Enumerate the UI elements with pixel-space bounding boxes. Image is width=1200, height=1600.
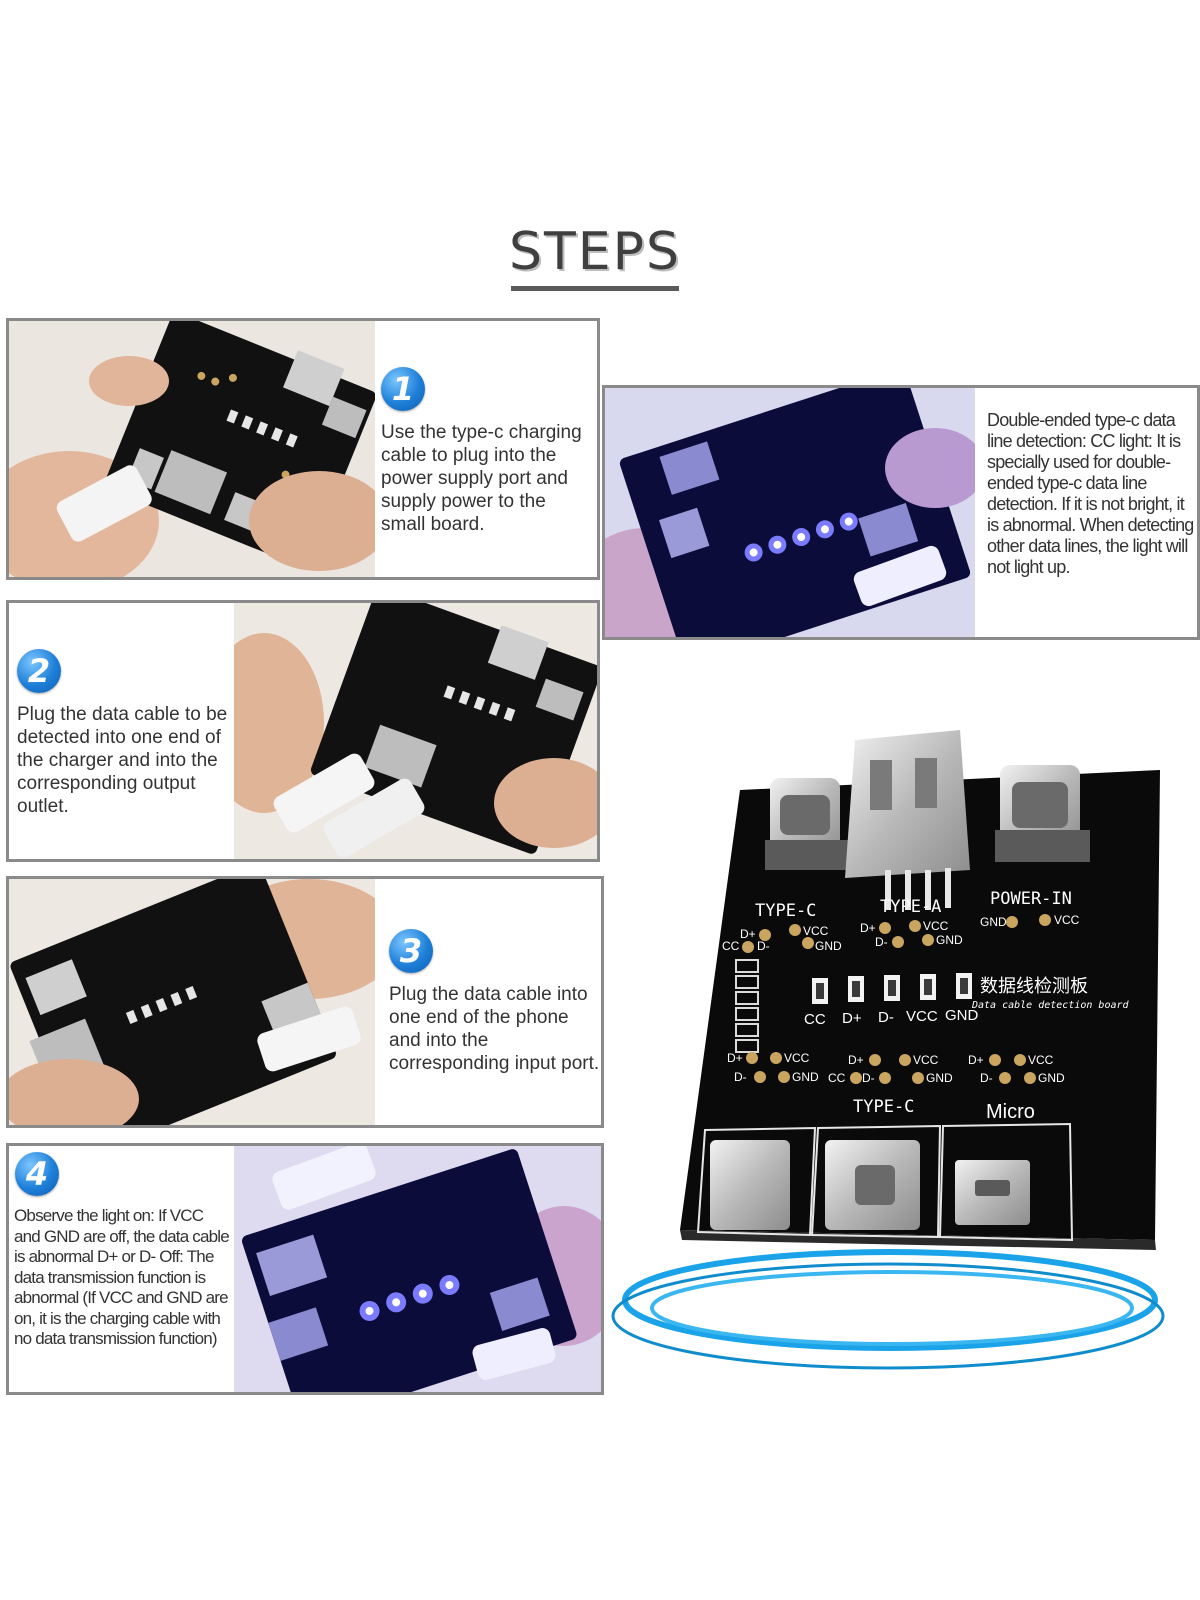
svg-text:GND: GND xyxy=(792,1070,819,1084)
step-3-photo xyxy=(9,879,375,1125)
led-labels: CC D+ D- VCC GND xyxy=(804,1007,979,1028)
step-2-panel: 2 Plug the data cable to be detected int… xyxy=(6,600,600,862)
svg-text:GND: GND xyxy=(926,1071,953,1085)
step-2-text: Plug the data cable to be detected into … xyxy=(17,704,228,817)
label-power-in: POWER-IN xyxy=(990,889,1072,909)
svg-text:D+: D+ xyxy=(968,1053,984,1067)
svg-text:VCC: VCC xyxy=(913,1053,939,1067)
svg-text:D+: D+ xyxy=(842,1010,862,1027)
led-row xyxy=(812,973,972,1004)
board-english-name: Data cable detection board xyxy=(971,1000,1130,1011)
title-underline xyxy=(511,286,679,291)
step-4-badge: 4 xyxy=(15,1152,59,1196)
bottom-connectors xyxy=(710,1140,1030,1230)
svg-text:VCC: VCC xyxy=(1028,1053,1054,1067)
steps-heading: STEPS xyxy=(500,222,690,291)
pads-top-row xyxy=(742,914,1051,953)
svg-text:CC: CC xyxy=(828,1071,846,1085)
svg-text:GND: GND xyxy=(945,1007,979,1024)
step-4-text: Observe the light on: If VCC and GND are… xyxy=(14,1206,230,1348)
step-3-badge: 3 xyxy=(389,929,433,973)
svg-text:D+: D+ xyxy=(848,1053,864,1067)
svg-text:D+: D+ xyxy=(860,921,876,935)
svg-text:D-: D- xyxy=(862,1071,875,1085)
cc-note-panel: Double-ended type-c data line detection:… xyxy=(602,385,1200,640)
top-type-a-connector xyxy=(845,730,970,910)
detection-board-illustration: TYPE-C TYPE-A POWER-IN D+ VCC CC D- GND … xyxy=(600,720,1190,1420)
svg-text:VCC: VCC xyxy=(784,1051,810,1065)
step-2-badge: 2 xyxy=(17,649,61,693)
cc-note-photo xyxy=(605,388,975,637)
page-title: STEPS xyxy=(509,222,681,282)
step-1-panel: 1 Use the type-c charging cable to plug … xyxy=(6,318,600,580)
svg-text:CC: CC xyxy=(804,1011,826,1028)
label-micro: Micro xyxy=(986,1101,1035,1123)
label-type-a: TYPE-A xyxy=(880,897,941,917)
svg-text:VCC: VCC xyxy=(906,1008,938,1025)
svg-text:GND: GND xyxy=(1038,1071,1065,1085)
top-type-c-connector xyxy=(765,778,855,870)
svg-text:VCC: VCC xyxy=(803,924,829,938)
step-1-text: Use the type-c charging cable to plug in… xyxy=(381,422,582,535)
svg-text:VCC: VCC xyxy=(923,919,949,933)
pcb-body xyxy=(680,770,1160,1240)
power-in-type-c-connector xyxy=(995,765,1090,862)
pads-bottom-row xyxy=(746,1052,1036,1084)
label-type-c-top: TYPE-C xyxy=(755,901,816,921)
svg-text:CC: CC xyxy=(722,939,740,953)
step-3-panel: 3 Plug the data cable into one end of th… xyxy=(6,876,604,1128)
step-4-photo xyxy=(234,1146,601,1392)
svg-text:D-: D- xyxy=(878,1009,894,1026)
swoosh-rings xyxy=(611,1249,1165,1370)
side-pin-strip xyxy=(735,959,759,1053)
label-type-c-bottom: TYPE-C xyxy=(853,1097,914,1117)
svg-text:VCC: VCC xyxy=(1054,913,1080,927)
step-1-badge: 1 xyxy=(381,367,425,411)
cc-note-text: Double-ended type-c data line detection:… xyxy=(987,410,1194,577)
board-chinese-name: 数据线检测板 xyxy=(980,976,1088,997)
svg-text:D-: D- xyxy=(734,1070,747,1084)
svg-text:GND: GND xyxy=(815,939,842,953)
svg-text:D-: D- xyxy=(980,1071,993,1085)
svg-text:D+: D+ xyxy=(727,1051,743,1065)
step-2-photo xyxy=(234,603,597,859)
step-1-photo xyxy=(9,321,375,577)
step-4-panel: 4 Observe the light on: If VCC and GND a… xyxy=(6,1143,604,1395)
svg-text:D+: D+ xyxy=(740,927,756,941)
step-3-text: Plug the data cable into one end of the … xyxy=(389,984,600,1074)
svg-text:D-: D- xyxy=(757,939,770,953)
svg-text:D-: D- xyxy=(875,935,888,949)
svg-text:GND: GND xyxy=(936,933,963,947)
svg-text:GND: GND xyxy=(980,915,1007,929)
